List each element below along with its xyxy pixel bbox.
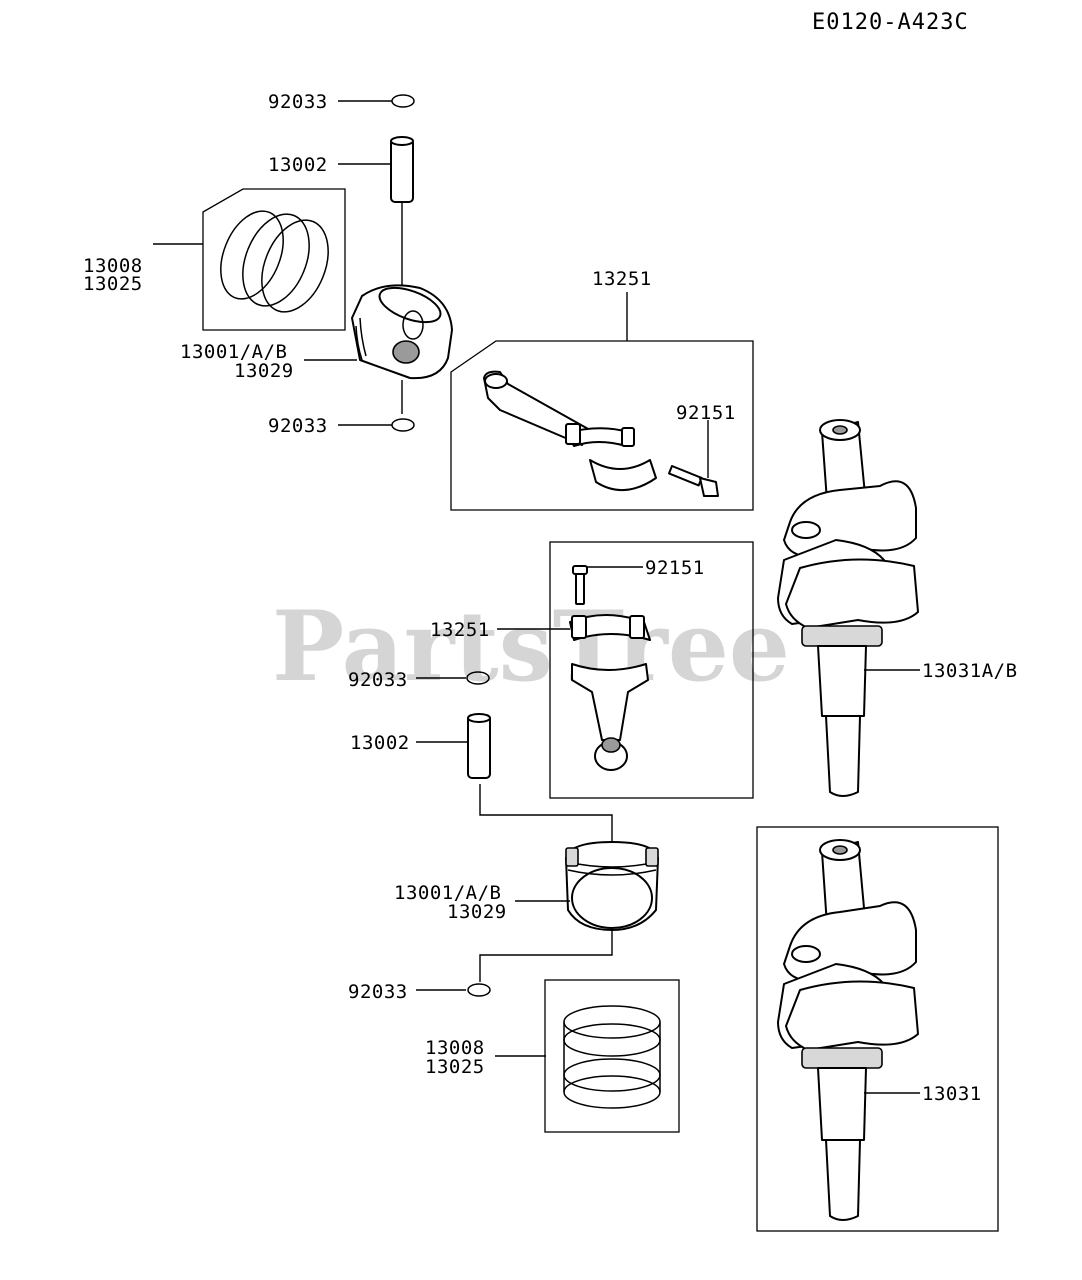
circlip-top-upper[interactable] bbox=[391, 94, 415, 108]
piston-pin-top[interactable] bbox=[390, 136, 414, 203]
conrod-bolt-mid[interactable] bbox=[572, 565, 588, 605]
label-13008-mid[interactable]: 13008 bbox=[425, 1037, 485, 1059]
crankshaft-box[interactable] bbox=[756, 826, 999, 1232]
piston-pin-mid[interactable] bbox=[467, 713, 491, 779]
label-13251-top[interactable]: 13251 bbox=[592, 268, 652, 290]
label-13001-mid[interactable]: 13001/A/B bbox=[394, 882, 501, 904]
circlip-mid-upper[interactable] bbox=[466, 671, 490, 685]
label-92033-top-lower[interactable]: 92033 bbox=[268, 415, 328, 437]
label-13251-mid[interactable]: 13251 bbox=[430, 619, 490, 641]
label-13002-mid[interactable]: 13002 bbox=[350, 732, 410, 754]
label-92151-top[interactable]: 92151 bbox=[676, 402, 736, 424]
label-13025-top[interactable]: 13025 bbox=[83, 273, 143, 295]
conrod-bolt-top[interactable] bbox=[668, 464, 719, 497]
watermark: PartsTree bbox=[272, 590, 790, 703]
label-92033-mid-upper[interactable]: 92033 bbox=[348, 669, 408, 691]
label-13002-top[interactable]: 13002 bbox=[268, 154, 328, 176]
circlip-mid-lower[interactable] bbox=[467, 983, 491, 997]
label-13025-mid[interactable]: 13025 bbox=[425, 1056, 485, 1078]
label-92033-top-upper[interactable]: 92033 bbox=[268, 91, 328, 113]
label-13031ab[interactable]: 13031A/B bbox=[922, 660, 1018, 682]
crankshaft-ab[interactable] bbox=[777, 419, 919, 797]
label-13008-top[interactable]: 13008 bbox=[83, 255, 143, 277]
label-92033-mid-lower[interactable]: 92033 bbox=[348, 981, 408, 1003]
circlip-top-lower[interactable] bbox=[391, 418, 415, 432]
label-92151-mid[interactable]: 92151 bbox=[645, 557, 705, 579]
label-13031[interactable]: 13031 bbox=[922, 1083, 982, 1105]
piston-mid[interactable] bbox=[565, 841, 659, 931]
piston-top[interactable] bbox=[351, 281, 453, 380]
label-13029-top[interactable]: 13029 bbox=[234, 360, 294, 382]
piston-rings-box-top[interactable] bbox=[202, 188, 346, 331]
label-13001-top[interactable]: 13001/A/B bbox=[180, 341, 287, 363]
conrod-set-box-top[interactable] bbox=[450, 340, 754, 511]
label-13029-mid[interactable]: 13029 bbox=[447, 901, 507, 923]
piston-rings-box-mid[interactable] bbox=[544, 979, 680, 1133]
conrod-set-box-mid[interactable] bbox=[549, 541, 754, 799]
diagram-code: E0120-A423C bbox=[812, 10, 969, 35]
